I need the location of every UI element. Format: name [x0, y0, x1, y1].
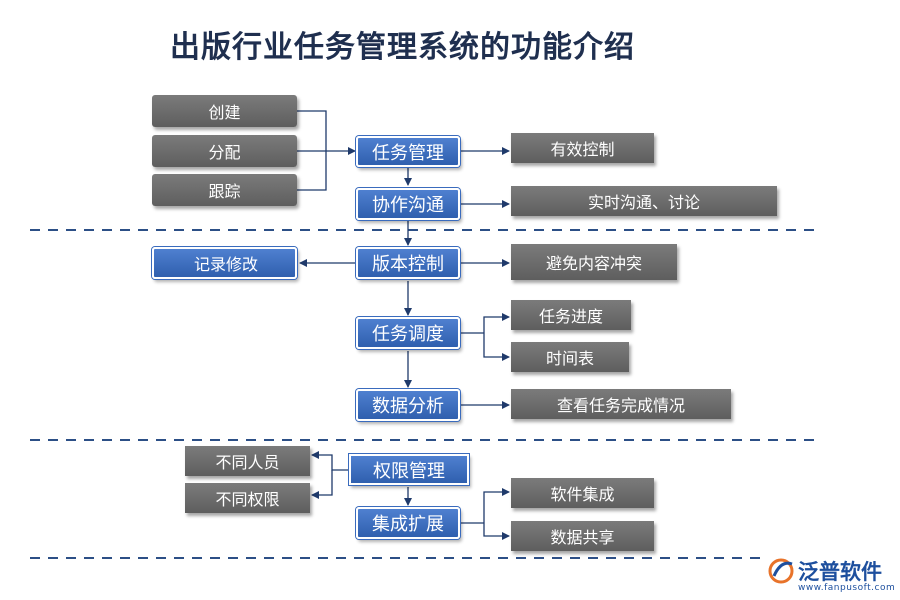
- output-different-permissions: 不同权限: [185, 483, 310, 513]
- fanpu-logo-icon: [768, 558, 794, 584]
- output-effective-control: 有效控制: [511, 133, 654, 163]
- output-task-progress: 任务进度: [511, 300, 631, 330]
- output-avoid-conflict: 避免内容冲突: [511, 244, 677, 280]
- connector-perm-bracket-2: [311, 470, 333, 499]
- connector-schedule-down: [483, 333, 510, 361]
- logo-name: 泛普软件: [798, 560, 882, 584]
- input-track: 跟踪: [152, 174, 297, 206]
- connector-ext-down: [483, 523, 510, 540]
- step-data-analysis: 数据分析: [356, 389, 460, 421]
- step-version-control: 版本控制: [356, 247, 460, 279]
- output-view-completion: 查看任务完成情况: [511, 389, 731, 419]
- connector-create: [297, 110, 327, 151]
- connector-perm-bracket: [311, 451, 348, 471]
- input-assign: 分配: [152, 135, 297, 167]
- step-scheduling: 任务调度: [356, 317, 460, 349]
- step-permission: 权限管理: [349, 454, 469, 485]
- step-collaboration: 协作沟通: [356, 188, 460, 220]
- connector-ext-up: [483, 488, 510, 523]
- output-timetable: 时间表: [511, 342, 629, 372]
- step-integration: 集成扩展: [356, 507, 460, 539]
- input-create: 创建: [152, 95, 297, 127]
- output-data-sharing: 数据共享: [511, 521, 654, 551]
- logo-url: www.fanpusoft.com: [798, 583, 896, 593]
- connector-track: [297, 151, 327, 191]
- step-task-management: 任务管理: [356, 136, 460, 167]
- output-different-people: 不同人员: [185, 446, 310, 476]
- output-realtime-discussion: 实时沟通、讨论: [511, 186, 777, 216]
- output-software-integration: 软件集成: [511, 478, 654, 508]
- diagram-title: 出版行业任务管理系统的功能介绍: [170, 30, 635, 65]
- connector-schedule-up: [483, 313, 510, 333]
- output-record-changes: 记录修改: [152, 247, 297, 279]
